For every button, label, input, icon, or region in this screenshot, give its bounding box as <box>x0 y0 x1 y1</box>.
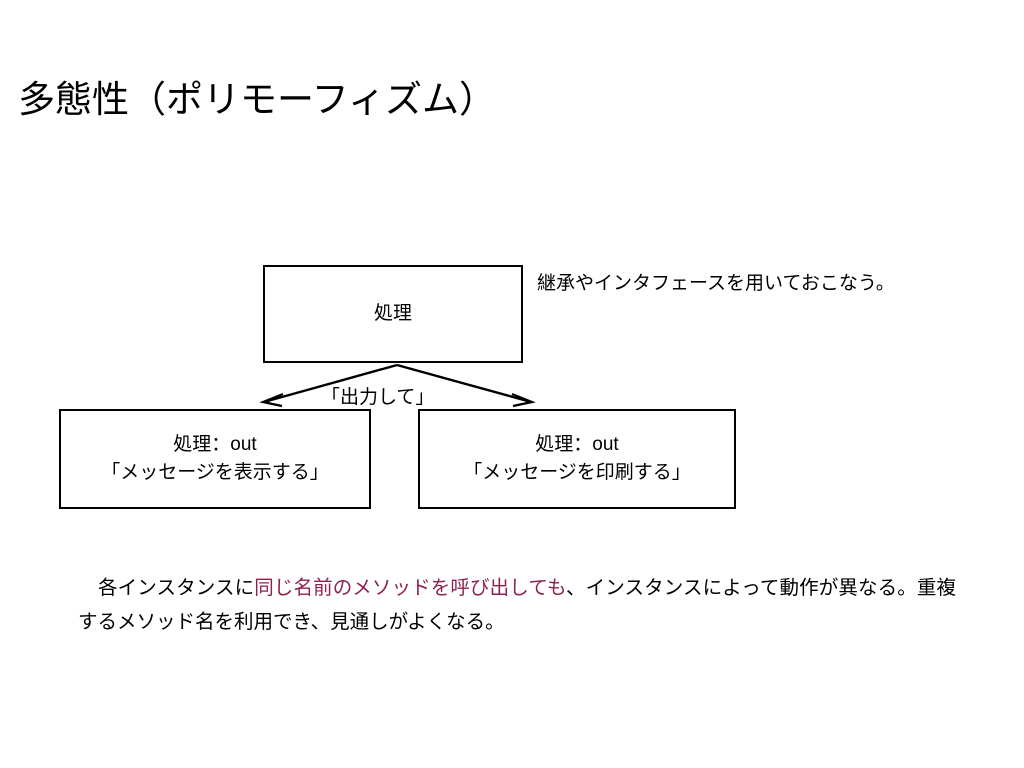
body-segment-highlight: 同じ名前のメソッドを呼び出しても <box>254 577 567 599</box>
page-title: 多態性（ポリモーフィズム） <box>18 79 497 120</box>
node-left-line2: 「メッセージを表示する」 <box>101 462 329 483</box>
arrow-right-head <box>511 392 536 408</box>
node-box-top: 処理 <box>263 265 523 363</box>
node-right-line1: 処理：out <box>535 434 619 456</box>
inheritance-note: 継承やインタフェースを用いておこなう。 <box>537 273 895 294</box>
arrow-right-shaft <box>396 363 532 404</box>
body-paragraph: 各インスタンスに同じ名前のメソッドを呼び出しても、インスタンスによって動作が異な… <box>78 572 956 639</box>
node-box-left: 処理：out 「メッセージを表示する」 <box>59 409 371 509</box>
node-box-right: 処理：out 「メッセージを印刷する」 <box>418 409 736 509</box>
arrow-left-shaft <box>263 363 398 404</box>
node-right-line2: 「メッセージを印刷する」 <box>463 462 691 483</box>
body-segment-1: 各インスタンスに <box>98 577 255 599</box>
edge-label-output: 「出力して」 <box>321 387 435 408</box>
body-segment-3: 、インスタンスによって動作が異なる。重複するメソッド名を利用でき、見通しがよくな… <box>78 577 956 633</box>
arrow-left-head <box>259 392 284 408</box>
node-top-label: 処理 <box>373 303 412 325</box>
node-left-line1: 処理：out <box>173 434 257 456</box>
